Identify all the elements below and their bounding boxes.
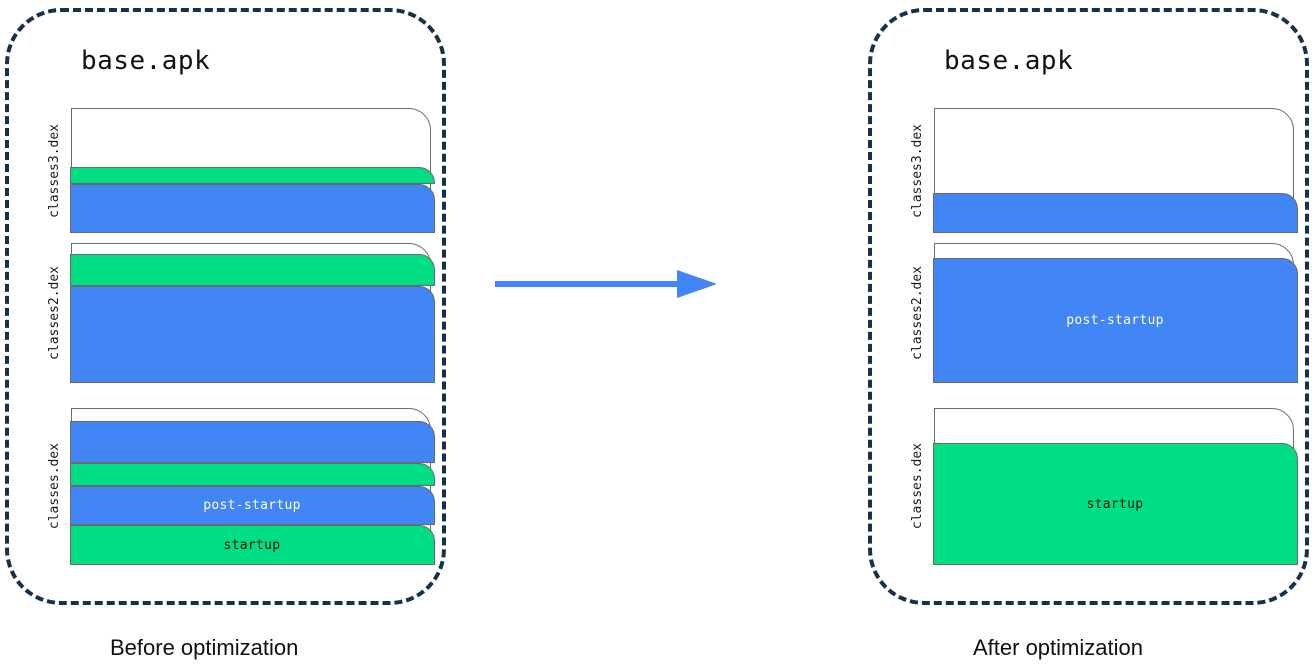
arrow-right-icon [495,270,717,298]
apk-panel-before: base.apk classes3.dex classes2.dex [5,8,446,605]
caption-after: After optimization [973,635,1143,660]
dex-bands: startup [932,443,1298,565]
dex-label-classes2-after: classes2.dex [906,243,928,383]
caption-before: Before optimization [110,635,299,660]
dex-label-classes3-after: classes3.dex [906,108,928,233]
dex-group-classes2-before: classes2.dex [47,243,435,383]
dex-bands [69,167,435,233]
apk-title-after: base.apk [944,46,1074,76]
dex-label-text: classes2.dex [909,266,925,360]
band-post-startup [69,421,435,463]
band-label: post-startup [203,498,301,513]
apk-title-before: base.apk [81,46,211,76]
band-label: startup [223,537,281,553]
band-label: startup [1086,496,1144,512]
dex-group-classes-before: classes.dex post-startup startup [47,408,435,565]
dex-label-classes-before: classes.dex [43,408,65,565]
band-post-startup [69,286,435,383]
optimization-arrow [495,268,720,300]
dex-bands [69,254,435,383]
dex-label-classes2-before: classes2.dex [43,243,65,383]
dex-group-classes2-after: classes2.dex post-startup [910,243,1298,383]
dex-label-text: classes2.dex [46,266,62,360]
band-startup [69,167,435,184]
dex-label-text: classes.dex [46,443,62,530]
band-label: post-startup [1066,313,1164,328]
dex-group-classes3-before: classes3.dex [47,108,435,233]
band-startup-labeled: startup [69,525,435,565]
dex-label-text: classes3.dex [909,123,925,218]
dex-bands: post-startup [932,258,1298,383]
band-post-startup [69,184,435,233]
dex-label-text: classes.dex [909,443,925,530]
dex-label-classes-after: classes.dex [906,408,928,565]
apk-panel-after: base.apk classes3.dex classes2.dex post-… [868,8,1309,605]
dex-group-classes-after: classes.dex startup [910,408,1298,565]
dex-bands: post-startup startup [69,421,435,565]
dex-group-classes3-after: classes3.dex [910,108,1298,233]
band-post-startup-labeled: post-startup [932,258,1298,383]
dex-bands [932,193,1298,233]
dex-label-text: classes3.dex [46,123,62,218]
band-post-startup-labeled: post-startup [69,486,435,525]
band-startup-labeled: startup [932,443,1298,565]
dex-label-classes3-before: classes3.dex [43,108,65,233]
band-startup [69,463,435,486]
band-startup [69,254,435,286]
band-post-startup [932,193,1298,233]
